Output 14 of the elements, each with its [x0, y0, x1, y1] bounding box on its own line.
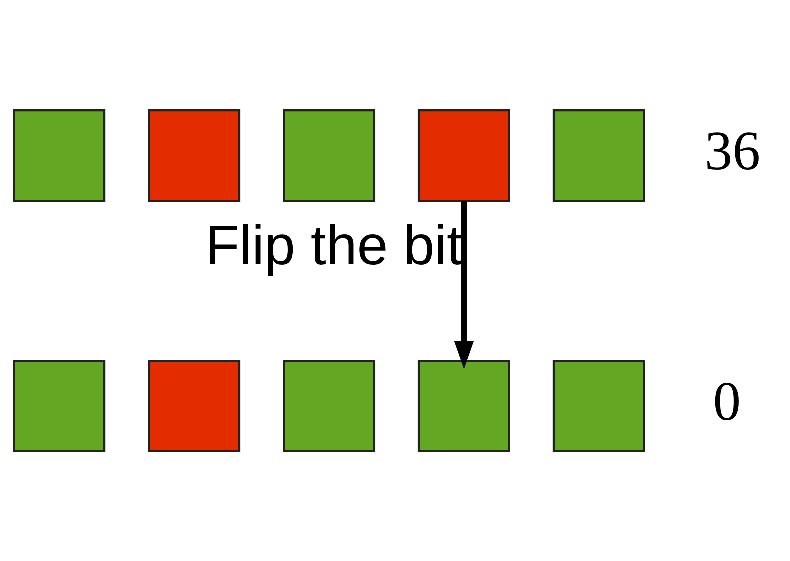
node-box [283, 109, 376, 202]
node-box [283, 359, 376, 452]
node-box [418, 359, 510, 452]
label: 0 [713, 370, 742, 433]
node-box [552, 109, 646, 202]
node-box [148, 109, 241, 202]
node-box [13, 109, 106, 202]
node-box [552, 359, 646, 452]
label: 36 [704, 120, 761, 182]
node-box [418, 109, 510, 202]
arrow [454, 200, 474, 369]
node-box [13, 359, 106, 452]
edge-label: Flip the bit [206, 214, 462, 276]
node-box [148, 359, 241, 452]
